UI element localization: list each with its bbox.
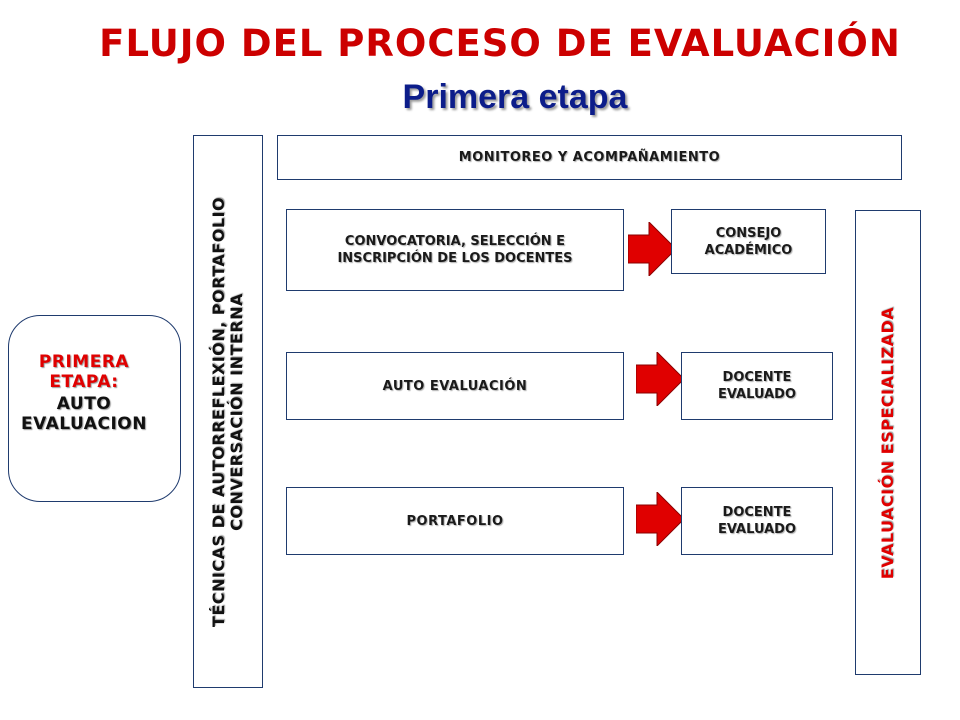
process-box-convocatoria: CONVOCATORIA, SELECCIÓN E INSCRIPCIÓN DE…	[286, 209, 624, 291]
techniques-text: TÉCNICAS DE AUTORREFLEXIÓN, PORTAFOLIO C…	[209, 142, 246, 682]
stage-label: PRIMERA ETAPA:	[38, 352, 130, 392]
result-box-consejo: CONSEJO ACADÉMICO	[671, 209, 826, 274]
stage-box: PRIMERA ETAPA: AUTO EVALUACION	[8, 315, 181, 502]
result-label: DOCENTE EVALUADO	[718, 370, 796, 402]
stage-name: AUTO EVALUACION	[21, 394, 147, 434]
techniques-column: TÉCNICAS DE AUTORREFLEXIÓN, PORTAFOLIO C…	[193, 135, 263, 688]
diagram-title: FLUJO DEL PROCESO DE EVALUACIÓN	[99, 22, 901, 65]
process-box-autoevaluacion: AUTO EVALUACIÓN	[286, 352, 624, 420]
right-block-arrow-icon	[636, 492, 684, 546]
result-box-docente-2: DOCENTE EVALUADO	[681, 487, 833, 555]
process-box-portafolio: PORTAFOLIO	[286, 487, 624, 555]
specialized-column: EVALUACIÓN ESPECIALIZADA	[855, 210, 921, 675]
process-label: CONVOCATORIA, SELECCIÓN E INSCRIPCIÓN DE…	[337, 234, 573, 266]
result-box-docente-1: DOCENTE EVALUADO	[681, 352, 833, 420]
techniques-line-1: TÉCNICAS DE AUTORREFLEXIÓN, PORTAFOLIO	[209, 196, 228, 627]
specialized-text: EVALUACIÓN ESPECIALIZADA	[878, 306, 897, 579]
right-block-arrow-icon	[628, 222, 676, 276]
result-label: DOCENTE EVALUADO	[718, 505, 796, 537]
result-label: CONSEJO ACADÉMICO	[704, 225, 793, 258]
process-label: PORTAFOLIO	[406, 513, 504, 529]
techniques-line-2: CONVERSACIÓN INTERNA	[227, 292, 246, 531]
diagram-subtitle: Primera etapa	[402, 78, 628, 116]
process-label: AUTO EVALUACIÓN	[382, 378, 528, 394]
right-block-arrow-icon	[636, 352, 684, 406]
monitoring-label: MONITOREO Y ACOMPAÑAMIENTO	[458, 150, 721, 165]
monitoring-box: MONITOREO Y ACOMPAÑAMIENTO	[277, 135, 902, 180]
